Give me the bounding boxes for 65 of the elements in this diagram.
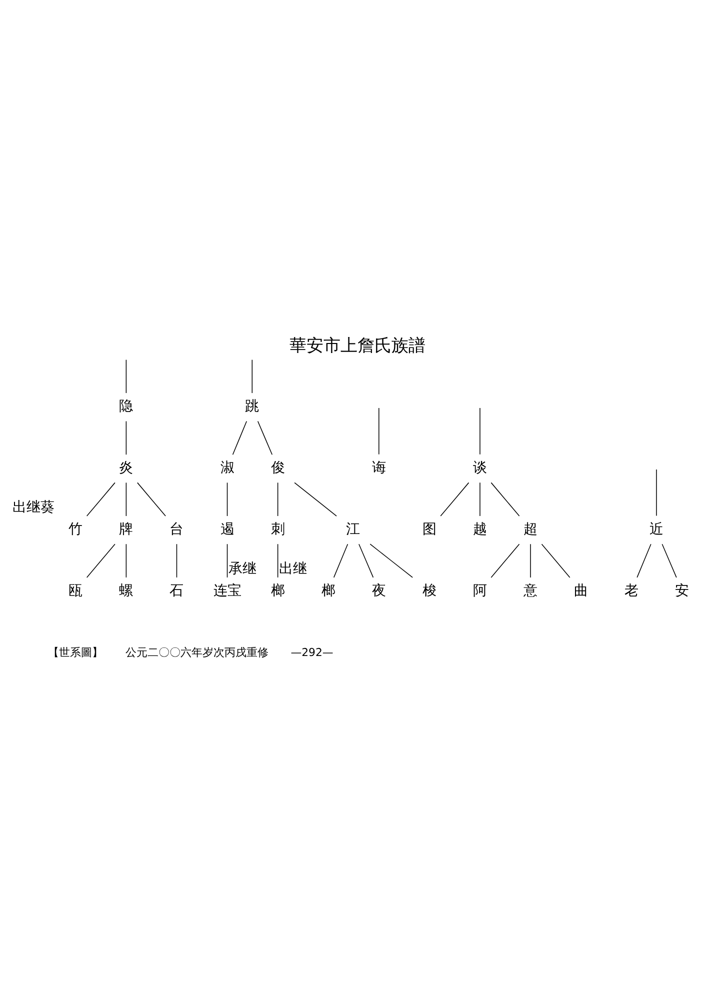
node-text: 超 — [524, 520, 538, 537]
connector — [333, 543, 348, 578]
connector — [636, 543, 652, 578]
node-text: 俊 — [270, 460, 285, 476]
connector — [252, 358, 253, 393]
label: 【世系圖】 — [48, 645, 104, 658]
node-text: 诲 — [372, 460, 386, 476]
label: 公元二〇〇六年岁次丙戌重修 — [125, 645, 268, 658]
node-text: 阿 — [472, 582, 487, 598]
node-text: 越 — [472, 520, 487, 537]
connector — [86, 543, 116, 578]
node-text: 意 — [524, 582, 538, 598]
node-text: 螺 — [119, 582, 134, 598]
connector — [277, 543, 278, 578]
node-text: 牌 — [119, 520, 134, 537]
connector — [662, 543, 677, 578]
connector — [541, 543, 570, 578]
connector — [378, 407, 380, 454]
connector — [277, 482, 278, 516]
connector — [358, 543, 374, 578]
node-text: 淑 — [220, 460, 234, 476]
node-text: 隐 — [119, 398, 134, 414]
node-text: 曲 — [574, 582, 588, 598]
node-text: 老 — [624, 582, 639, 598]
connector — [126, 482, 127, 516]
node-text: 炎 — [119, 460, 134, 476]
connector — [530, 543, 531, 578]
label: —292— — [290, 645, 334, 658]
connector — [440, 482, 470, 516]
node-text: 江 — [346, 520, 360, 537]
node-text: 连宝 — [213, 582, 242, 598]
node-text: 夜 — [372, 582, 386, 598]
node-text: 安 — [675, 582, 690, 598]
connector — [226, 482, 228, 516]
node-text: 刺 — [270, 520, 285, 537]
connector — [126, 420, 127, 454]
node-label: 出继葵 — [12, 499, 54, 516]
connector — [137, 482, 166, 516]
node-label: 出继 — [278, 560, 307, 577]
node-text: 谈 — [472, 460, 487, 476]
connector — [226, 543, 228, 578]
node-text: 梭 — [422, 582, 436, 598]
diagram-title: 華安市上詹氏族譜 — [290, 335, 426, 356]
connector — [86, 482, 116, 516]
node-text: 榔 — [321, 582, 336, 598]
connector — [232, 420, 248, 454]
connector — [294, 482, 337, 516]
node-text: 近 — [649, 520, 664, 537]
connector — [490, 543, 520, 578]
node-label: 承继 — [228, 560, 256, 577]
connector — [126, 543, 127, 578]
node-text: 榔 — [270, 582, 285, 598]
connector — [126, 358, 127, 393]
node-text: 竹 — [68, 520, 83, 537]
connector — [257, 420, 273, 454]
connector — [490, 482, 520, 516]
node-text: 跳 — [245, 398, 260, 414]
connector — [370, 543, 413, 578]
connector — [176, 543, 178, 578]
connector — [656, 468, 657, 516]
node-text: 图 — [422, 520, 436, 537]
node-text: 石 — [170, 582, 184, 598]
node-text: 台 — [170, 520, 184, 537]
node-text: 遏 — [220, 520, 234, 537]
node-text: 瓯 — [68, 582, 83, 598]
